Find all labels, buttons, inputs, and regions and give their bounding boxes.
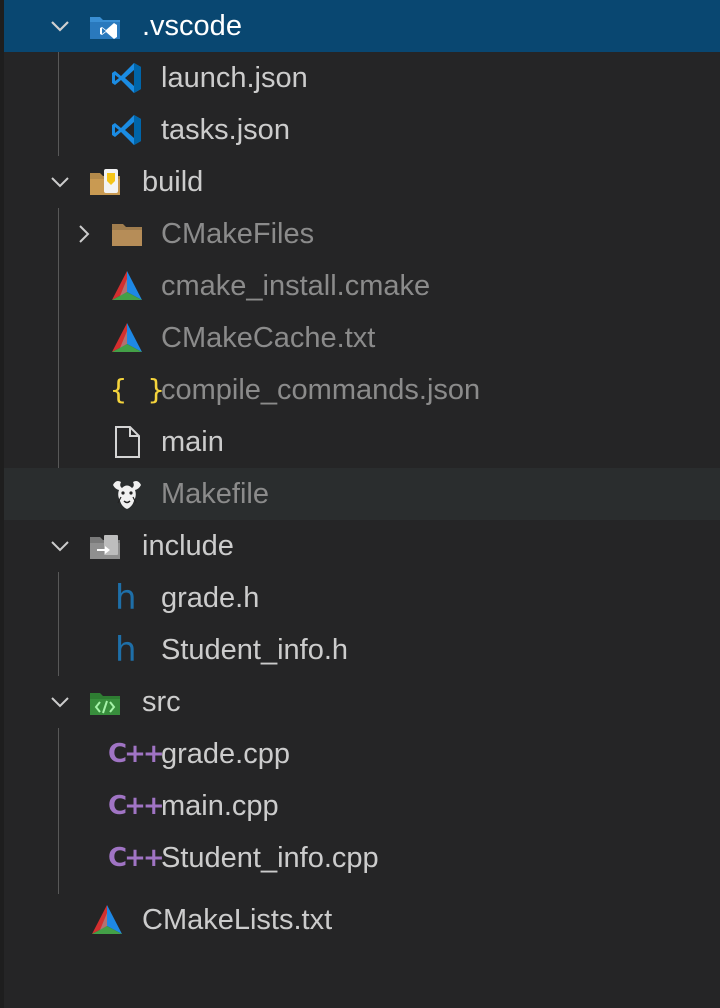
tree-label: CMakeFiles — [161, 218, 315, 250]
tree-label: launch.json — [161, 62, 308, 94]
tree-label: grade.cpp — [161, 738, 290, 770]
indent-guide — [58, 728, 59, 894]
tree-file-cmake-install[interactable]: cmake_install.cmake — [4, 260, 720, 312]
tree-label: main.cpp — [161, 790, 279, 822]
tree-label: src — [142, 686, 181, 718]
tree-label: CMakeCache.txt — [161, 322, 376, 354]
vscode-icon — [112, 63, 141, 93]
tree-file-tasks-json[interactable]: tasks.json — [4, 104, 720, 156]
tree-file-cmake-cache[interactable]: CMakeCache.txt — [4, 312, 720, 364]
tree-label: Student_info.h — [161, 634, 349, 666]
build-folder-icon — [90, 169, 120, 195]
tree-label: grade.h — [161, 582, 260, 614]
chevron-down-icon[interactable] — [48, 170, 72, 194]
tree-file-compile-commands[interactable]: { } compile_commands.json — [4, 364, 720, 416]
vscode-icon — [112, 115, 141, 145]
tree-label: CMakeLists.txt — [142, 904, 333, 936]
json-braces-icon: { } — [110, 373, 167, 406]
src-folder-icon — [90, 693, 120, 715]
cmake-icon — [112, 323, 142, 352]
cpp-icon: C++ — [108, 739, 165, 769]
tree-label: Makefile — [161, 478, 269, 510]
tree-folder-cmakefiles[interactable]: CMakeFiles — [4, 208, 720, 260]
vscode-folder-icon — [90, 17, 120, 39]
tree-file-main-cpp[interactable]: C++ main.cpp — [4, 780, 720, 832]
tree-file-makefile[interactable]: Makefile — [4, 468, 720, 520]
tree-file-main[interactable]: main — [4, 416, 720, 468]
cpp-icon: C++ — [108, 843, 165, 873]
chevron-right-icon[interactable] — [72, 222, 96, 246]
chevron-down-icon[interactable] — [48, 690, 72, 714]
tree-label: tasks.json — [161, 114, 290, 146]
tree-label: cmake_install.cmake — [161, 270, 431, 302]
tree-file-student-info-cpp[interactable]: C++ Student_info.cpp — [4, 832, 720, 884]
tree-label: main — [161, 426, 224, 458]
tree-folder-vscode[interactable]: .vscode — [4, 0, 720, 52]
tree-label: compile_commands.json — [161, 374, 481, 406]
include-folder-icon — [90, 535, 120, 559]
tree-label: include — [142, 530, 234, 562]
tree-folder-src[interactable]: src — [4, 676, 720, 728]
header-icon: h — [115, 578, 137, 618]
folder-icon — [112, 224, 142, 246]
tree-folder-build[interactable]: build — [4, 156, 720, 208]
indent-guide — [58, 572, 59, 676]
tree-file-grade-cpp[interactable]: C++ grade.cpp — [4, 728, 720, 780]
cpp-icon: C++ — [108, 791, 165, 821]
indent-guide — [58, 52, 59, 156]
tree-file-grade-h[interactable]: h grade.h — [4, 572, 720, 624]
chevron-down-icon[interactable] — [48, 534, 72, 558]
tree-file-launch-json[interactable]: launch.json — [4, 52, 720, 104]
file-icon — [115, 426, 140, 458]
chevron-down-icon[interactable] — [48, 14, 72, 38]
gnu-icon — [113, 481, 141, 509]
header-icon: h — [115, 630, 137, 670]
indent-guide — [58, 208, 59, 520]
tree-file-cmakelists[interactable]: CMakeLists.txt — [4, 894, 720, 946]
tree-label: .vscode — [142, 10, 242, 42]
tree-file-student-info-h[interactable]: h Student_info.h — [4, 624, 720, 676]
tree-folder-include[interactable]: include — [4, 520, 720, 572]
tree-label: build — [142, 166, 204, 198]
cmake-icon — [112, 271, 142, 300]
tree-label: Student_info.cpp — [161, 842, 379, 874]
cmake-icon — [92, 905, 122, 934]
